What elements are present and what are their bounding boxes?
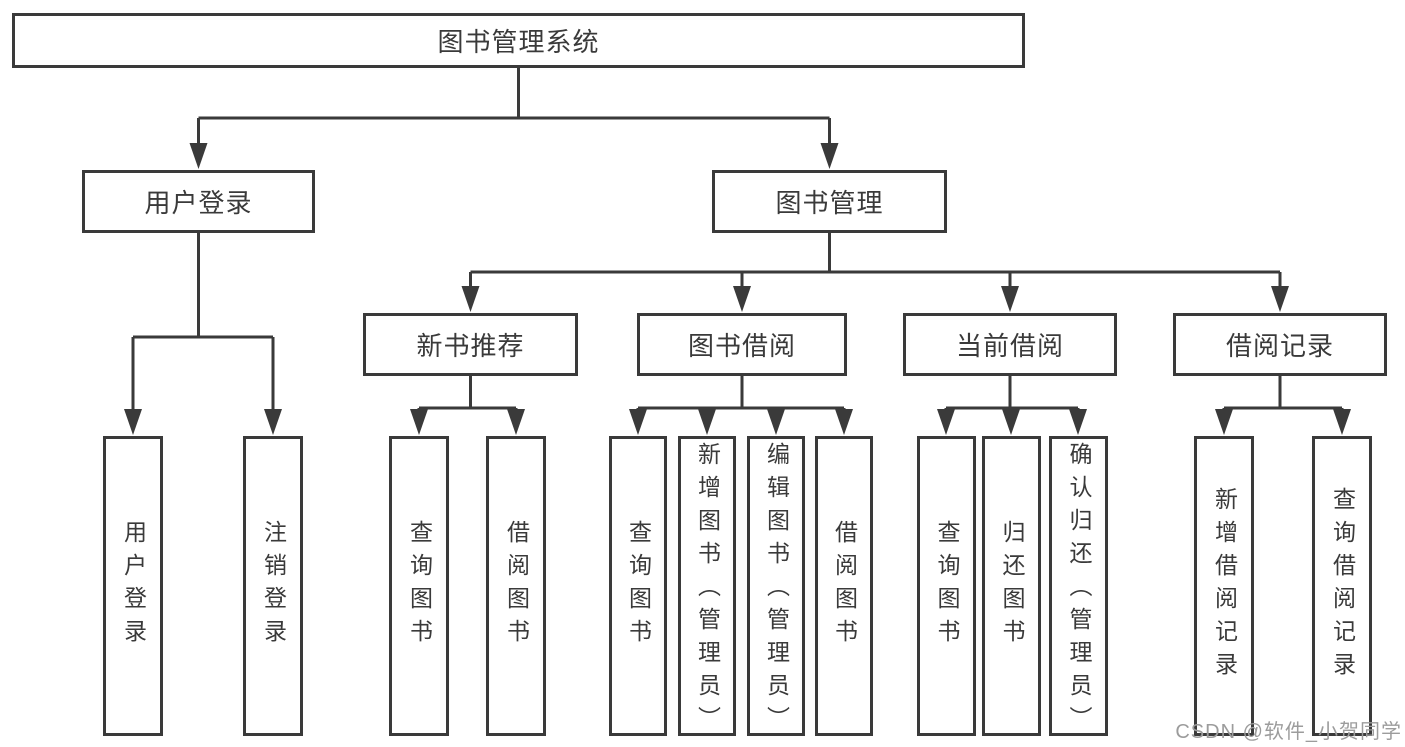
arrowheads [124, 143, 1351, 435]
connector-currentborrow-to-leaves [944, 376, 1080, 412]
node-current-borrow: 当前借阅 [903, 313, 1117, 376]
arrowhead-icon [1069, 409, 1087, 435]
connector-bookmgmt-to-level3 [469, 233, 1282, 289]
arrowhead-icon [461, 286, 480, 312]
arrowhead-icon [410, 409, 428, 435]
arrowhead-icon [629, 409, 647, 435]
node-leaf-borrow-add: 新增图书（管理员） [678, 436, 736, 739]
node-leaf-logout-label: 注销登录 [260, 520, 287, 652]
arrowhead-icon [767, 409, 785, 435]
connector-borrowrecords-to-leaves [1222, 376, 1344, 412]
node-user-login-label: 用户登录 [144, 188, 253, 218]
node-leaf-current-query: 查询图书 [917, 436, 976, 736]
arrowhead-icon [820, 143, 839, 169]
arrowhead-icon [1333, 409, 1351, 435]
arrowhead-icon [189, 143, 208, 169]
node-root-label: 图书管理系统 [437, 27, 600, 57]
node-leaf-current-return: 归还图书 [982, 436, 1041, 736]
node-leaf-current-confirm-label: 确认归还（管理员） [1066, 442, 1092, 739]
connector-userlogin-to-leaves [131, 233, 275, 412]
node-leaf-user-login: 用户登录 [103, 436, 163, 736]
node-borrow-records: 借阅记录 [1173, 313, 1387, 376]
node-leaf-records-query-label: 查询借阅记录 [1329, 487, 1356, 685]
node-user-login: 用户登录 [82, 170, 315, 233]
node-leaf-borrow-query-label: 查询图书 [625, 520, 652, 652]
arrowhead-icon [124, 409, 142, 435]
connector-newbookrec-to-leaves [417, 376, 518, 412]
arrowhead-icon [1215, 409, 1233, 435]
node-root: 图书管理系统 [12, 13, 1025, 68]
arrowhead-icon [937, 409, 955, 435]
node-leaf-current-return-label: 归还图书 [999, 520, 1025, 652]
node-book-management: 图书管理 [712, 170, 947, 233]
node-current-borrow-label: 当前借阅 [955, 331, 1064, 361]
node-leaf-newbook-query: 查询图书 [389, 436, 449, 736]
node-leaf-records-add-label: 新增借阅记录 [1211, 487, 1238, 685]
node-leaf-borrow-edit-label: 编辑图书（管理员） [763, 442, 790, 739]
arrowhead-icon [507, 409, 525, 435]
arrowhead-icon [698, 409, 716, 435]
node-leaf-user-login-label: 用户登录 [120, 520, 147, 652]
arrowhead-icon [733, 286, 751, 312]
node-new-book-recommend-label: 新书推荐 [416, 331, 525, 361]
node-book-borrow-label: 图书借阅 [687, 331, 796, 361]
connector-root-to-level2 [197, 68, 831, 146]
node-book-management-label: 图书管理 [775, 188, 884, 218]
node-leaf-borrow-add-label: 新增图书（管理员） [694, 442, 721, 739]
node-leaf-newbook-borrow: 借阅图书 [486, 436, 546, 736]
arrowhead-icon [1001, 286, 1019, 312]
node-leaf-newbook-borrow-label: 借阅图书 [503, 520, 530, 652]
node-leaf-borrow-borrow-label: 借阅图书 [831, 520, 858, 652]
node-leaf-borrow-borrow: 借阅图书 [815, 436, 873, 736]
node-leaf-borrow-edit: 编辑图书（管理员） [747, 436, 805, 739]
arrowhead-icon [835, 409, 853, 435]
node-borrow-records-label: 借阅记录 [1225, 331, 1334, 361]
arrowhead-icon [264, 409, 282, 435]
node-leaf-current-confirm: 确认归还（管理员） [1049, 436, 1108, 739]
node-leaf-newbook-query-label: 查询图书 [406, 520, 433, 652]
node-leaf-records-query: 查询借阅记录 [1312, 436, 1372, 736]
arrowhead-icon [1271, 286, 1289, 312]
csdn-watermark: CSDN @软件_小贺同学 [1175, 721, 1402, 743]
node-leaf-logout: 注销登录 [243, 436, 303, 736]
connector-bookborrow-to-leaves [636, 376, 846, 412]
node-new-book-recommend: 新书推荐 [363, 313, 578, 376]
node-leaf-records-add: 新增借阅记录 [1194, 436, 1254, 736]
node-book-borrow: 图书借阅 [637, 313, 847, 376]
arrowhead-icon [1002, 409, 1020, 435]
node-leaf-current-query-label: 查询图书 [934, 520, 960, 652]
node-leaf-borrow-query: 查询图书 [609, 436, 667, 736]
